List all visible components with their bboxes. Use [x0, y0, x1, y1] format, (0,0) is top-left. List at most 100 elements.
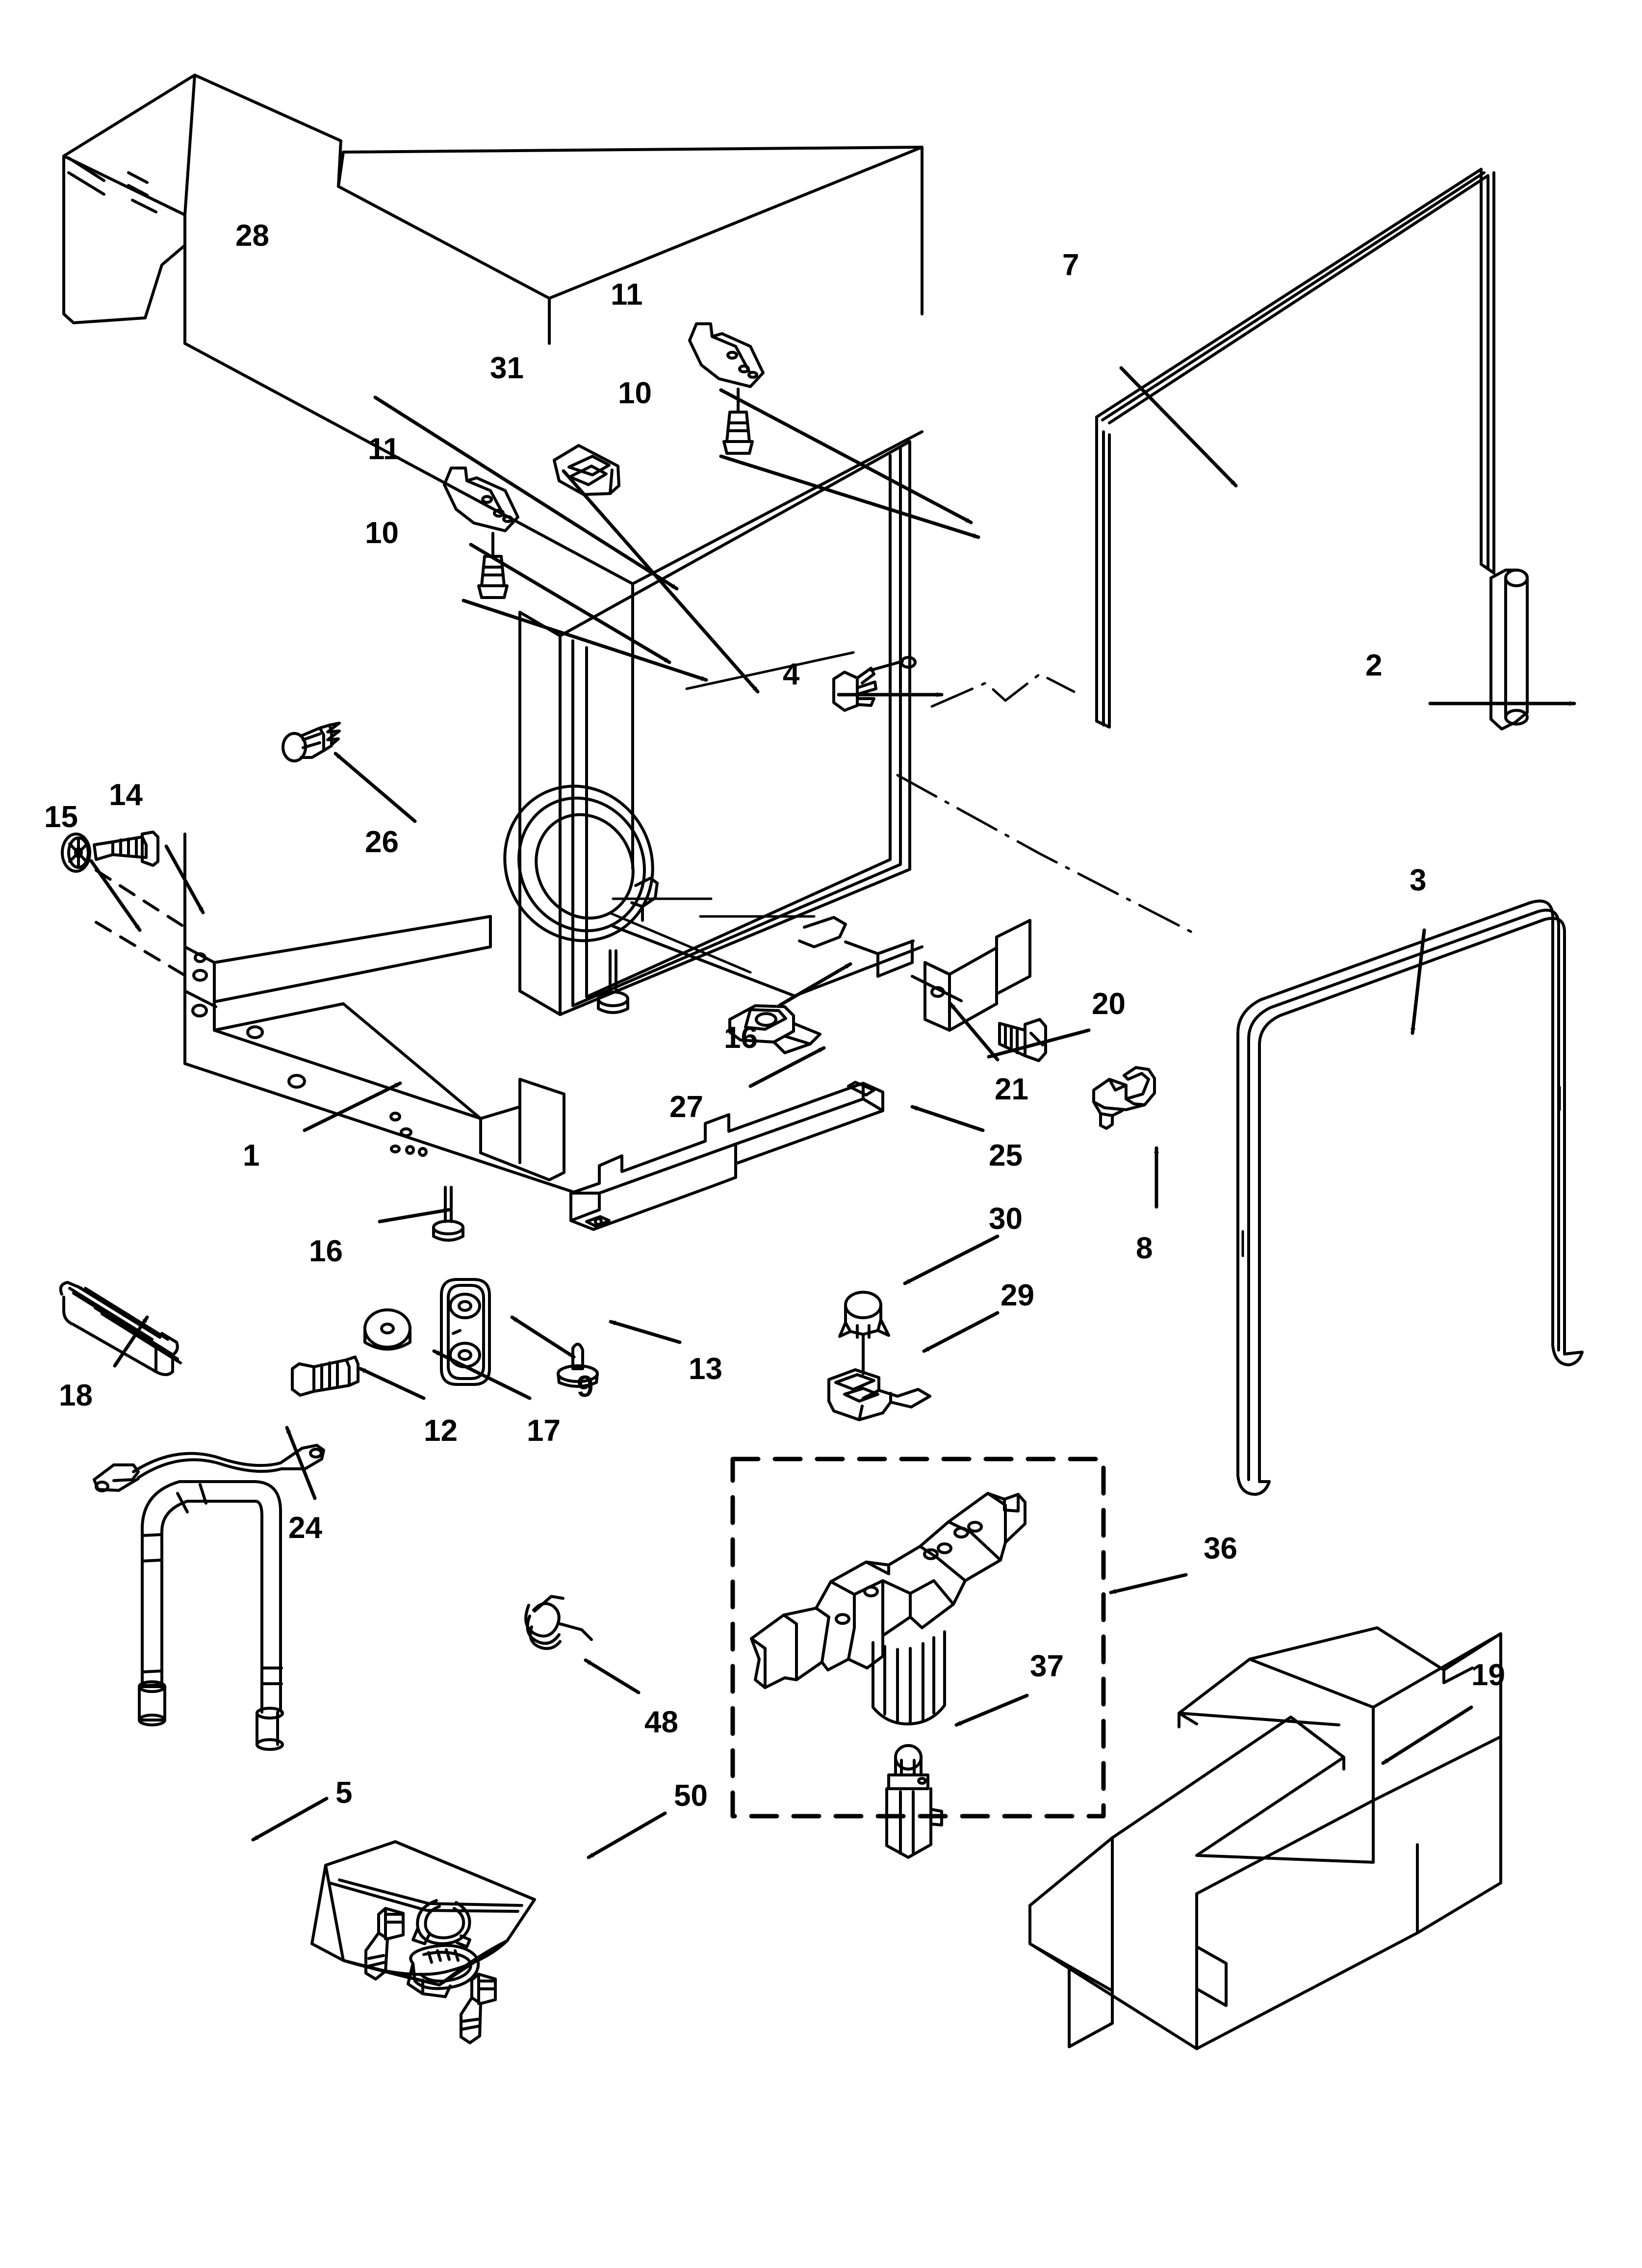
latch-strike	[553, 444, 620, 496]
callout-number-50: 50	[674, 1779, 708, 1813]
callout-number-9: 9	[577, 1370, 594, 1404]
leader-arrow-20	[987, 1028, 1091, 1059]
leveling-screw	[93, 831, 159, 867]
tub-stud-lower	[432, 1186, 464, 1242]
callout-number-11: 11	[611, 278, 643, 312]
leader-arrow-7	[1119, 366, 1238, 488]
edge-trim-strip	[1489, 569, 1529, 730]
callout-number-15: 15	[44, 800, 78, 834]
callout-number-30: 30	[989, 1202, 1023, 1236]
coil-spring	[524, 1595, 593, 1650]
tub-inner-body	[183, 146, 924, 870]
callout-number-37: 37	[1030, 1649, 1064, 1683]
base-frame	[183, 833, 575, 1194]
callout-number-21: 21	[995, 1072, 1028, 1106]
leveling-wheel	[61, 833, 91, 873]
callout-number-11: 11	[368, 432, 400, 466]
leader-arrow-31	[562, 469, 760, 694]
fill-hose	[138, 1480, 284, 1751]
callout-number-5: 5	[335, 1776, 353, 1810]
leader-arrow-29	[922, 1311, 1000, 1353]
float-switch-bracket	[827, 1368, 931, 1421]
toe-kick-bracket	[1028, 1626, 1502, 2050]
leader-arrow-3	[1410, 928, 1426, 1035]
callout-number-24: 24	[288, 1511, 322, 1545]
callout-number-25: 25	[989, 1139, 1023, 1173]
leader-arrow-16	[378, 1208, 451, 1224]
side-insulation-panel	[1095, 168, 1495, 729]
tub-plug	[832, 656, 917, 712]
tub-inner-leaders	[610, 651, 855, 974]
strike-plate	[440, 1278, 491, 1386]
leader-arrow-10	[719, 454, 980, 539]
callout-number-10: 10	[618, 376, 652, 410]
check-valve	[885, 1744, 943, 1859]
leader-arrow-15	[89, 859, 142, 932]
access-cover-panel	[569, 1081, 884, 1231]
callout-number-4: 4	[783, 657, 800, 691]
leader-arrow-27	[748, 1046, 826, 1088]
callout-number-26: 26	[365, 825, 399, 859]
callout-number-19: 19	[1471, 1658, 1505, 1692]
float-switch-actuator	[838, 1291, 890, 1375]
clip-nut	[728, 1004, 821, 1054]
leader-arrow-12	[359, 1367, 426, 1400]
flat-washer	[363, 1308, 411, 1351]
callout-number-28: 28	[235, 219, 269, 253]
bracket-screw	[998, 1018, 1047, 1062]
hinge-screw-left	[477, 532, 509, 599]
callout-number-17: 17	[527, 1414, 561, 1448]
hardware-parts-bag	[310, 1840, 536, 2044]
leader-arrow-26	[334, 752, 417, 823]
hex-head-screw	[291, 1356, 359, 1397]
leader-arrow-25	[910, 1105, 985, 1132]
leader-arrow-36	[1109, 1573, 1188, 1594]
leader-arrow-17	[432, 1349, 532, 1400]
callout-number-16: 16	[724, 1021, 758, 1055]
tub-stud-upper	[597, 949, 629, 1014]
leader-arrow-21	[949, 1002, 1000, 1062]
callout-number-16: 16	[309, 1234, 343, 1268]
leader-arrow-10	[462, 599, 708, 682]
leader-arrow-50	[587, 1811, 667, 1859]
callout-number-12: 12	[424, 1414, 458, 1448]
callout-number-10: 10	[365, 516, 399, 550]
callout-number-2: 2	[1365, 649, 1383, 682]
tub-sump-ring	[503, 784, 659, 942]
leader-arrow-11	[469, 543, 671, 664]
door-hinge-right	[688, 322, 765, 388]
outer-wrap-panel	[62, 74, 342, 345]
tub-top-rail	[337, 146, 924, 345]
ground-wire-strap	[93, 1444, 325, 1492]
leader-arrow-1	[303, 1081, 402, 1132]
mounting-bracket	[911, 919, 1031, 1032]
door-gasket	[1236, 899, 1584, 1496]
leader-arrow-11	[719, 388, 973, 524]
leader-arrow-30	[903, 1234, 1000, 1285]
callout-number-31: 31	[490, 351, 524, 385]
sump-filter-assembly	[750, 1492, 1026, 1725]
callout-number-14: 14	[109, 778, 143, 812]
callout-number-7: 7	[1062, 248, 1079, 282]
leader-arrow-14	[164, 844, 205, 914]
door-hinge-left	[443, 467, 519, 532]
leader-arrow-48	[584, 1658, 641, 1694]
leader-arrow-5	[251, 1797, 329, 1842]
leader-arrow-16	[778, 962, 852, 1007]
leader-arrow-24	[285, 1426, 317, 1500]
leader-arrow-9	[510, 1315, 576, 1359]
sump-assembly-dashed-box	[730, 1457, 1106, 1819]
callout-number-1: 1	[243, 1139, 260, 1173]
leader-arrow-37	[954, 1694, 1029, 1727]
hose-retainer-clip	[1092, 1066, 1156, 1130]
callout-number-13: 13	[689, 1352, 722, 1386]
leader-arrow-13	[609, 1320, 682, 1344]
leader-arrow-18	[113, 1315, 149, 1368]
leader-arrow-19	[1381, 1705, 1473, 1765]
panel-screw	[282, 722, 341, 762]
callout-number-27: 27	[669, 1090, 703, 1124]
callout-number-48: 48	[644, 1705, 678, 1739]
push-pin	[557, 1343, 599, 1388]
door-spring	[59, 1281, 182, 1376]
